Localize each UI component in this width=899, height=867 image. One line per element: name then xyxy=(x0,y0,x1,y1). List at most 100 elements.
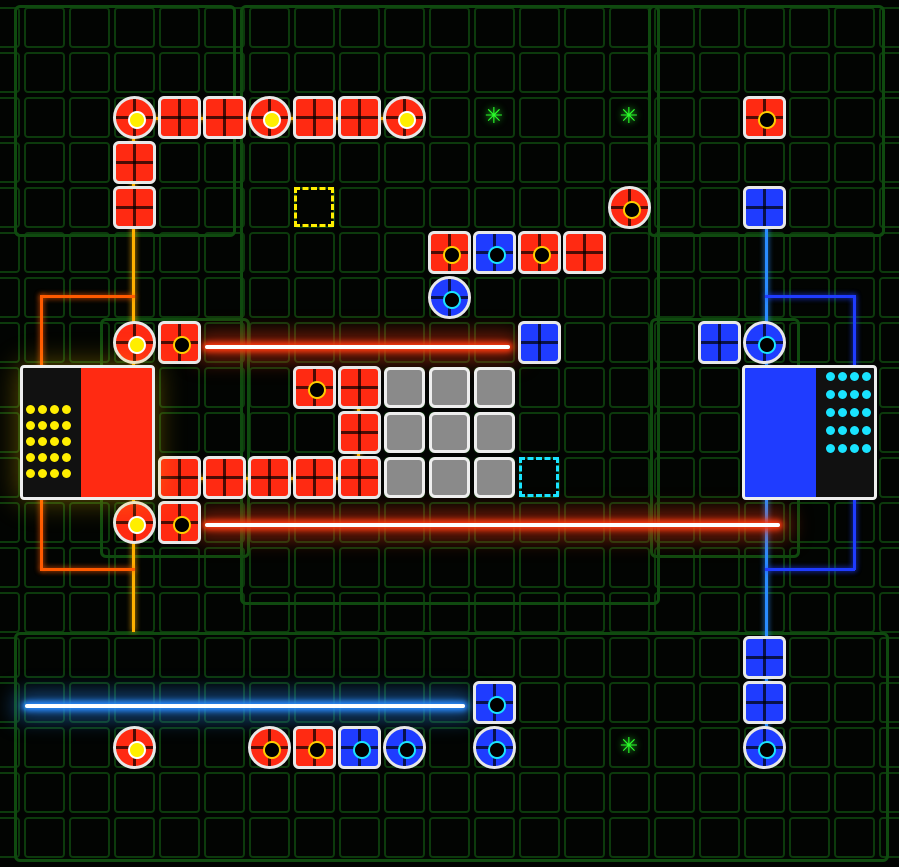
grid-cell xyxy=(294,277,335,318)
red-emitter-circle[interactable] xyxy=(113,501,156,544)
red-pointer-block[interactable] xyxy=(293,726,336,769)
blue-block[interactable] xyxy=(518,321,561,364)
gray-block[interactable] xyxy=(474,457,515,498)
grid-cell xyxy=(879,322,899,363)
grid-cell xyxy=(564,367,605,408)
grid-cell xyxy=(0,232,20,273)
red-pointer-block[interactable] xyxy=(518,231,561,274)
blue-block[interactable] xyxy=(698,321,741,364)
grid-cell xyxy=(564,277,605,318)
sun-icon xyxy=(397,110,416,129)
blue-block[interactable] xyxy=(743,681,786,724)
target-icon xyxy=(757,740,776,759)
wire xyxy=(40,568,135,571)
red-block[interactable] xyxy=(338,96,381,139)
grid-cell xyxy=(159,412,200,453)
red-pointer-block[interactable] xyxy=(158,321,201,364)
red-block[interactable] xyxy=(158,96,201,139)
red-emitter-circle[interactable] xyxy=(248,96,291,139)
blue-pointer-block[interactable] xyxy=(473,231,516,274)
grid-cell xyxy=(654,322,695,363)
red-receiver-circle[interactable] xyxy=(608,186,651,229)
red-block[interactable] xyxy=(338,411,381,454)
indicator-light xyxy=(862,390,871,399)
gray-block[interactable] xyxy=(474,367,515,408)
blue-receiver-circle[interactable] xyxy=(743,726,786,769)
blue-block[interactable] xyxy=(743,636,786,679)
grid-cell xyxy=(654,637,695,678)
red-pointer-block[interactable] xyxy=(293,366,336,409)
grid-cell xyxy=(564,727,605,768)
gray-block[interactable] xyxy=(429,367,470,408)
indicator-light xyxy=(862,372,871,381)
red-pointer-block[interactable] xyxy=(158,501,201,544)
red-block[interactable] xyxy=(293,456,336,499)
grid-cell xyxy=(384,277,425,318)
red-block[interactable] xyxy=(203,96,246,139)
blue-block[interactable] xyxy=(743,186,786,229)
grid-cell xyxy=(24,637,65,678)
yellow-machine[interactable] xyxy=(20,365,155,500)
red-block[interactable] xyxy=(113,186,156,229)
grid-cell xyxy=(0,502,20,543)
red-block[interactable] xyxy=(338,456,381,499)
red-emitter-circle[interactable] xyxy=(113,96,156,139)
gray-block[interactable] xyxy=(429,457,470,498)
grid-cell xyxy=(834,727,875,768)
grid-cell xyxy=(249,52,290,93)
grid-cell xyxy=(879,97,899,138)
gray-block[interactable] xyxy=(474,412,515,453)
grid-cell xyxy=(24,547,65,588)
grid-cell xyxy=(879,187,899,228)
yellow-target-slot xyxy=(294,187,334,227)
red-pointer-block[interactable] xyxy=(428,231,471,274)
grid-cell xyxy=(609,322,650,363)
grid-cell xyxy=(159,7,200,48)
blue-receiver-circle[interactable] xyxy=(383,726,426,769)
target-icon xyxy=(757,335,776,354)
red-emitter-circle[interactable] xyxy=(113,321,156,364)
red-block[interactable] xyxy=(293,96,336,139)
indicator-light xyxy=(862,444,871,453)
gray-block[interactable] xyxy=(384,367,425,408)
red-block[interactable] xyxy=(158,456,201,499)
red-block[interactable] xyxy=(563,231,606,274)
gray-block[interactable] xyxy=(384,457,425,498)
grid-cell xyxy=(699,547,740,588)
grid-cell xyxy=(744,772,785,813)
grid-cell xyxy=(744,232,785,273)
grid-cell xyxy=(789,187,830,228)
red-block[interactable] xyxy=(113,141,156,184)
grid-cell xyxy=(564,637,605,678)
grid-cell xyxy=(564,187,605,228)
grid-cell xyxy=(519,727,560,768)
blue-pointer-block[interactable] xyxy=(473,681,516,724)
grid-cell xyxy=(699,592,740,633)
grid-cell xyxy=(834,7,875,48)
gray-block[interactable] xyxy=(429,412,470,453)
grid-cell xyxy=(24,142,65,183)
grid-cell xyxy=(339,187,380,228)
indicator-light xyxy=(838,408,847,417)
blue-receiver-circle[interactable] xyxy=(428,276,471,319)
grid-cell xyxy=(24,97,65,138)
grid-cell xyxy=(204,367,245,408)
gray-block[interactable] xyxy=(384,412,425,453)
red-receiver-circle[interactable] xyxy=(248,726,291,769)
grid-cell xyxy=(834,817,875,858)
red-emitter-circle[interactable] xyxy=(383,96,426,139)
red-block[interactable] xyxy=(248,456,291,499)
blue-receiver-circle[interactable] xyxy=(473,726,516,769)
red-pointer-block[interactable] xyxy=(743,96,786,139)
blue-pointer-block[interactable] xyxy=(338,726,381,769)
target-icon xyxy=(442,290,461,309)
grid-cell xyxy=(69,682,110,723)
indicator-light xyxy=(862,408,871,417)
red-emitter-circle[interactable] xyxy=(113,726,156,769)
grid-cell xyxy=(249,412,290,453)
blue-receiver-circle[interactable] xyxy=(743,321,786,364)
red-block[interactable] xyxy=(203,456,246,499)
grid-cell xyxy=(609,277,650,318)
red-block[interactable] xyxy=(338,366,381,409)
